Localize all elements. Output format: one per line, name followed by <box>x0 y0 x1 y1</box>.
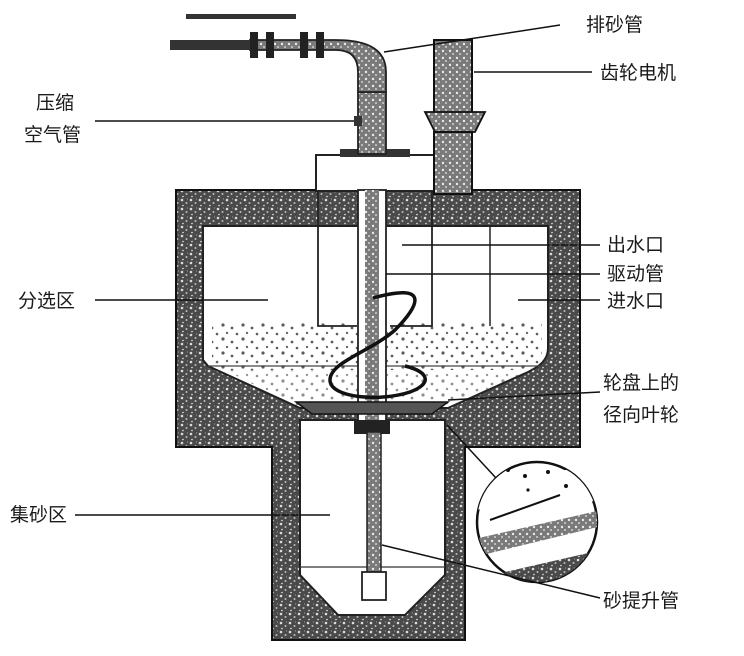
label-impeller-line1: 轮盘上的 <box>603 372 680 394</box>
air-inlet-nozzle <box>354 116 362 126</box>
gear-motor-body <box>433 39 473 115</box>
label-gear-motor: 齿轮电机 <box>600 62 677 84</box>
label-compressed-air-line1: 压缩 <box>36 92 75 114</box>
top-cover-box <box>315 154 435 192</box>
leader-sand-discharge-pipe <box>383 24 561 53</box>
inlet-baffle-right <box>390 190 433 327</box>
label-water-inlet: 进水口 <box>607 290 665 312</box>
discharge-pipe-elbow <box>249 39 387 93</box>
label-compressed-air-line2: 空气管 <box>24 124 82 146</box>
inlet-baffle-left <box>317 190 357 327</box>
vertical-riser-pipe <box>357 91 387 155</box>
leader-lines <box>75 24 601 599</box>
label-sand-lift-pipe: 砂提升管 <box>603 590 680 612</box>
sand-lift-pipe <box>366 431 382 573</box>
leader-sand-lift-pipe <box>381 544 601 599</box>
discharge-pipe-horizontal <box>170 40 252 50</box>
discharge-pipe-top <box>186 14 296 19</box>
pipe-flanges <box>250 32 324 58</box>
gear-motor-head <box>423 111 487 133</box>
vortex-spiral-flow <box>328 291 427 400</box>
impeller-hub <box>354 420 390 434</box>
impeller-detail-magnifier <box>446 424 599 584</box>
radial-impeller-disk <box>293 401 451 415</box>
label-drive-tube: 驱动管 <box>607 263 665 285</box>
motor-support-column <box>433 131 473 195</box>
label-sand-discharge-pipe: 排砂管 <box>586 14 644 36</box>
sand-lift-pipe-foot <box>361 571 387 601</box>
label-water-outlet: 出水口 <box>607 234 665 256</box>
label-separation-zone: 分选区 <box>18 290 76 312</box>
label-impeller-line2: 径向叶轮 <box>603 404 680 426</box>
drive-tube-inner <box>365 190 379 422</box>
label-sand-collection-zone: 集砂区 <box>10 504 68 526</box>
leader-impeller <box>447 391 601 401</box>
